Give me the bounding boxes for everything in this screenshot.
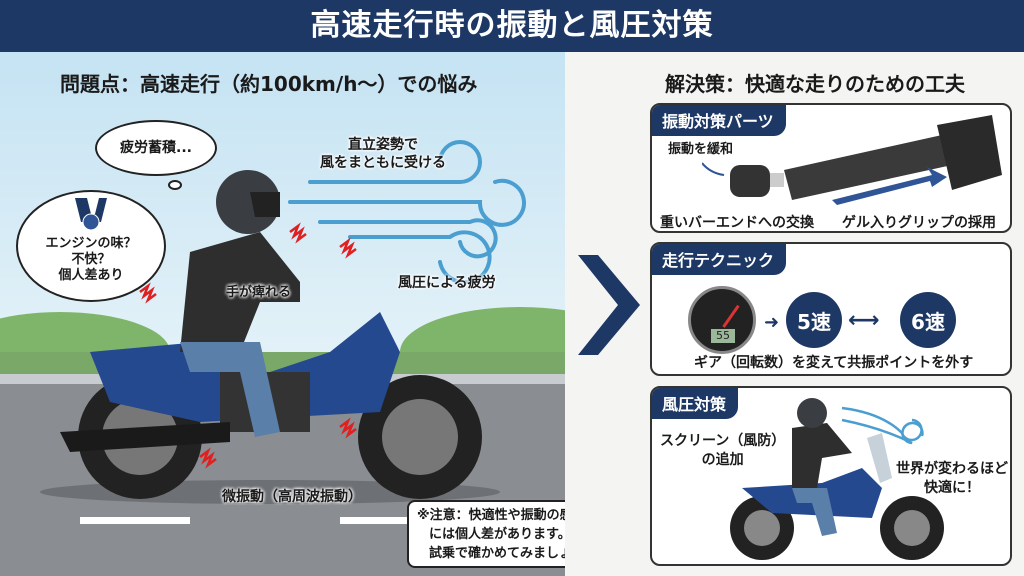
problem-heading: 問題点：高速走行（約100km/h〜）での悩み [60,72,478,96]
screen-line: スクリーン（風防） [660,433,786,449]
engine-icon [75,198,107,231]
thought-text: 疲労蓄積... [120,140,192,156]
wind-icon [288,140,526,285]
motorcycle-screen-icon [730,398,944,560]
parts-caption-left: 重いバーエンドへの交換 [660,215,814,231]
thought-bubble: 疲労蓄積... [95,120,217,176]
tachometer-icon: 55 [688,286,756,354]
posture-line: 風をまともに受ける [320,155,446,171]
vibration-icon [139,222,357,469]
wind-fatigue-label: 風圧による疲労 [398,275,496,291]
lane-marking [80,517,190,524]
technique-box: 走行テクニック 55 ➜ 5速 ⟷ 6速 ギア（回転数）を変えて共振ポイントを外… [650,242,1012,376]
engine-text: エンジンの味？ [45,236,137,251]
micro-vibration-label: 微振動（高周波振動） [222,489,362,505]
posture-line: 直立姿勢で [348,137,418,153]
page-title: 高速走行時の振動と風圧対策 [0,0,1024,52]
arrow-icon: ➜ [764,312,780,333]
note-line: 試乗で確かめてみましょう。 [429,546,565,561]
parts-box: 振動対策パーツ 振動を緩和 重いバーエンドへの交換 ゲル入りグリップの採用 [650,103,1012,233]
technique-caption: ギア（回転数）を変えて共振ポイントを外す [694,355,974,371]
wind-box: 風圧対策 スクリーン（風防） の追加 世界が変わるほど 快適に！ [650,386,1012,566]
screen-label: スクリーン（風防） の追加 [660,432,785,470]
gear-5-badge: 5速 [786,292,842,348]
lane-marking [340,517,410,524]
parts-caption-right: ゲル入りグリップの採用 [842,215,996,231]
engine-bubble: エンジンの味？ 不快？ 個人差あり [16,190,166,302]
note-box: ※注意：快適性や振動の感じ方 には個人差があります。 試乗で確かめてみましょう。 [407,500,565,568]
note-line: ※注意：快適性や振動の感じ方 [417,508,565,523]
rider-icon [180,170,300,437]
double-arrow-icon: ⟷ [848,308,880,333]
parts-tab: 振動対策パーツ [652,105,786,136]
hand-numb-label: 手が痺れる [226,285,292,300]
result-line: 快適に！ [924,480,980,496]
tachometer-needle [722,304,740,328]
engine-text: 個人差あり [58,268,124,283]
grip-icon [702,115,1002,205]
thought-dot [168,180,182,190]
wind-tab: 風圧対策 [652,388,739,419]
problem-panel: 問題点：高速走行（約100km/h〜）での悩み 疲労蓄積... エンジンの味？ … [0,52,565,576]
screen-line: の追加 [701,452,744,468]
gear-6-badge: 6速 [900,292,956,348]
posture-label: 直立姿勢で 風をまともに受ける [320,136,446,172]
parts-callout: 振動を緩和 [668,142,734,157]
note-line: には個人差があります。 [429,527,565,542]
arrow-right-icon [578,255,640,355]
result-line: 世界が変わるほど [896,461,1008,477]
solution-heading: 解決策：快適な走りのための工夫 [665,72,965,96]
technique-tab: 走行テクニック [652,244,787,275]
motorcycle-icon [40,312,500,504]
result-label: 世界が変わるほど 快適に！ [896,460,1008,498]
gauge-display: 55 [711,329,735,343]
engine-text: 不快？ [71,252,111,267]
problem-illustration [0,140,565,576]
